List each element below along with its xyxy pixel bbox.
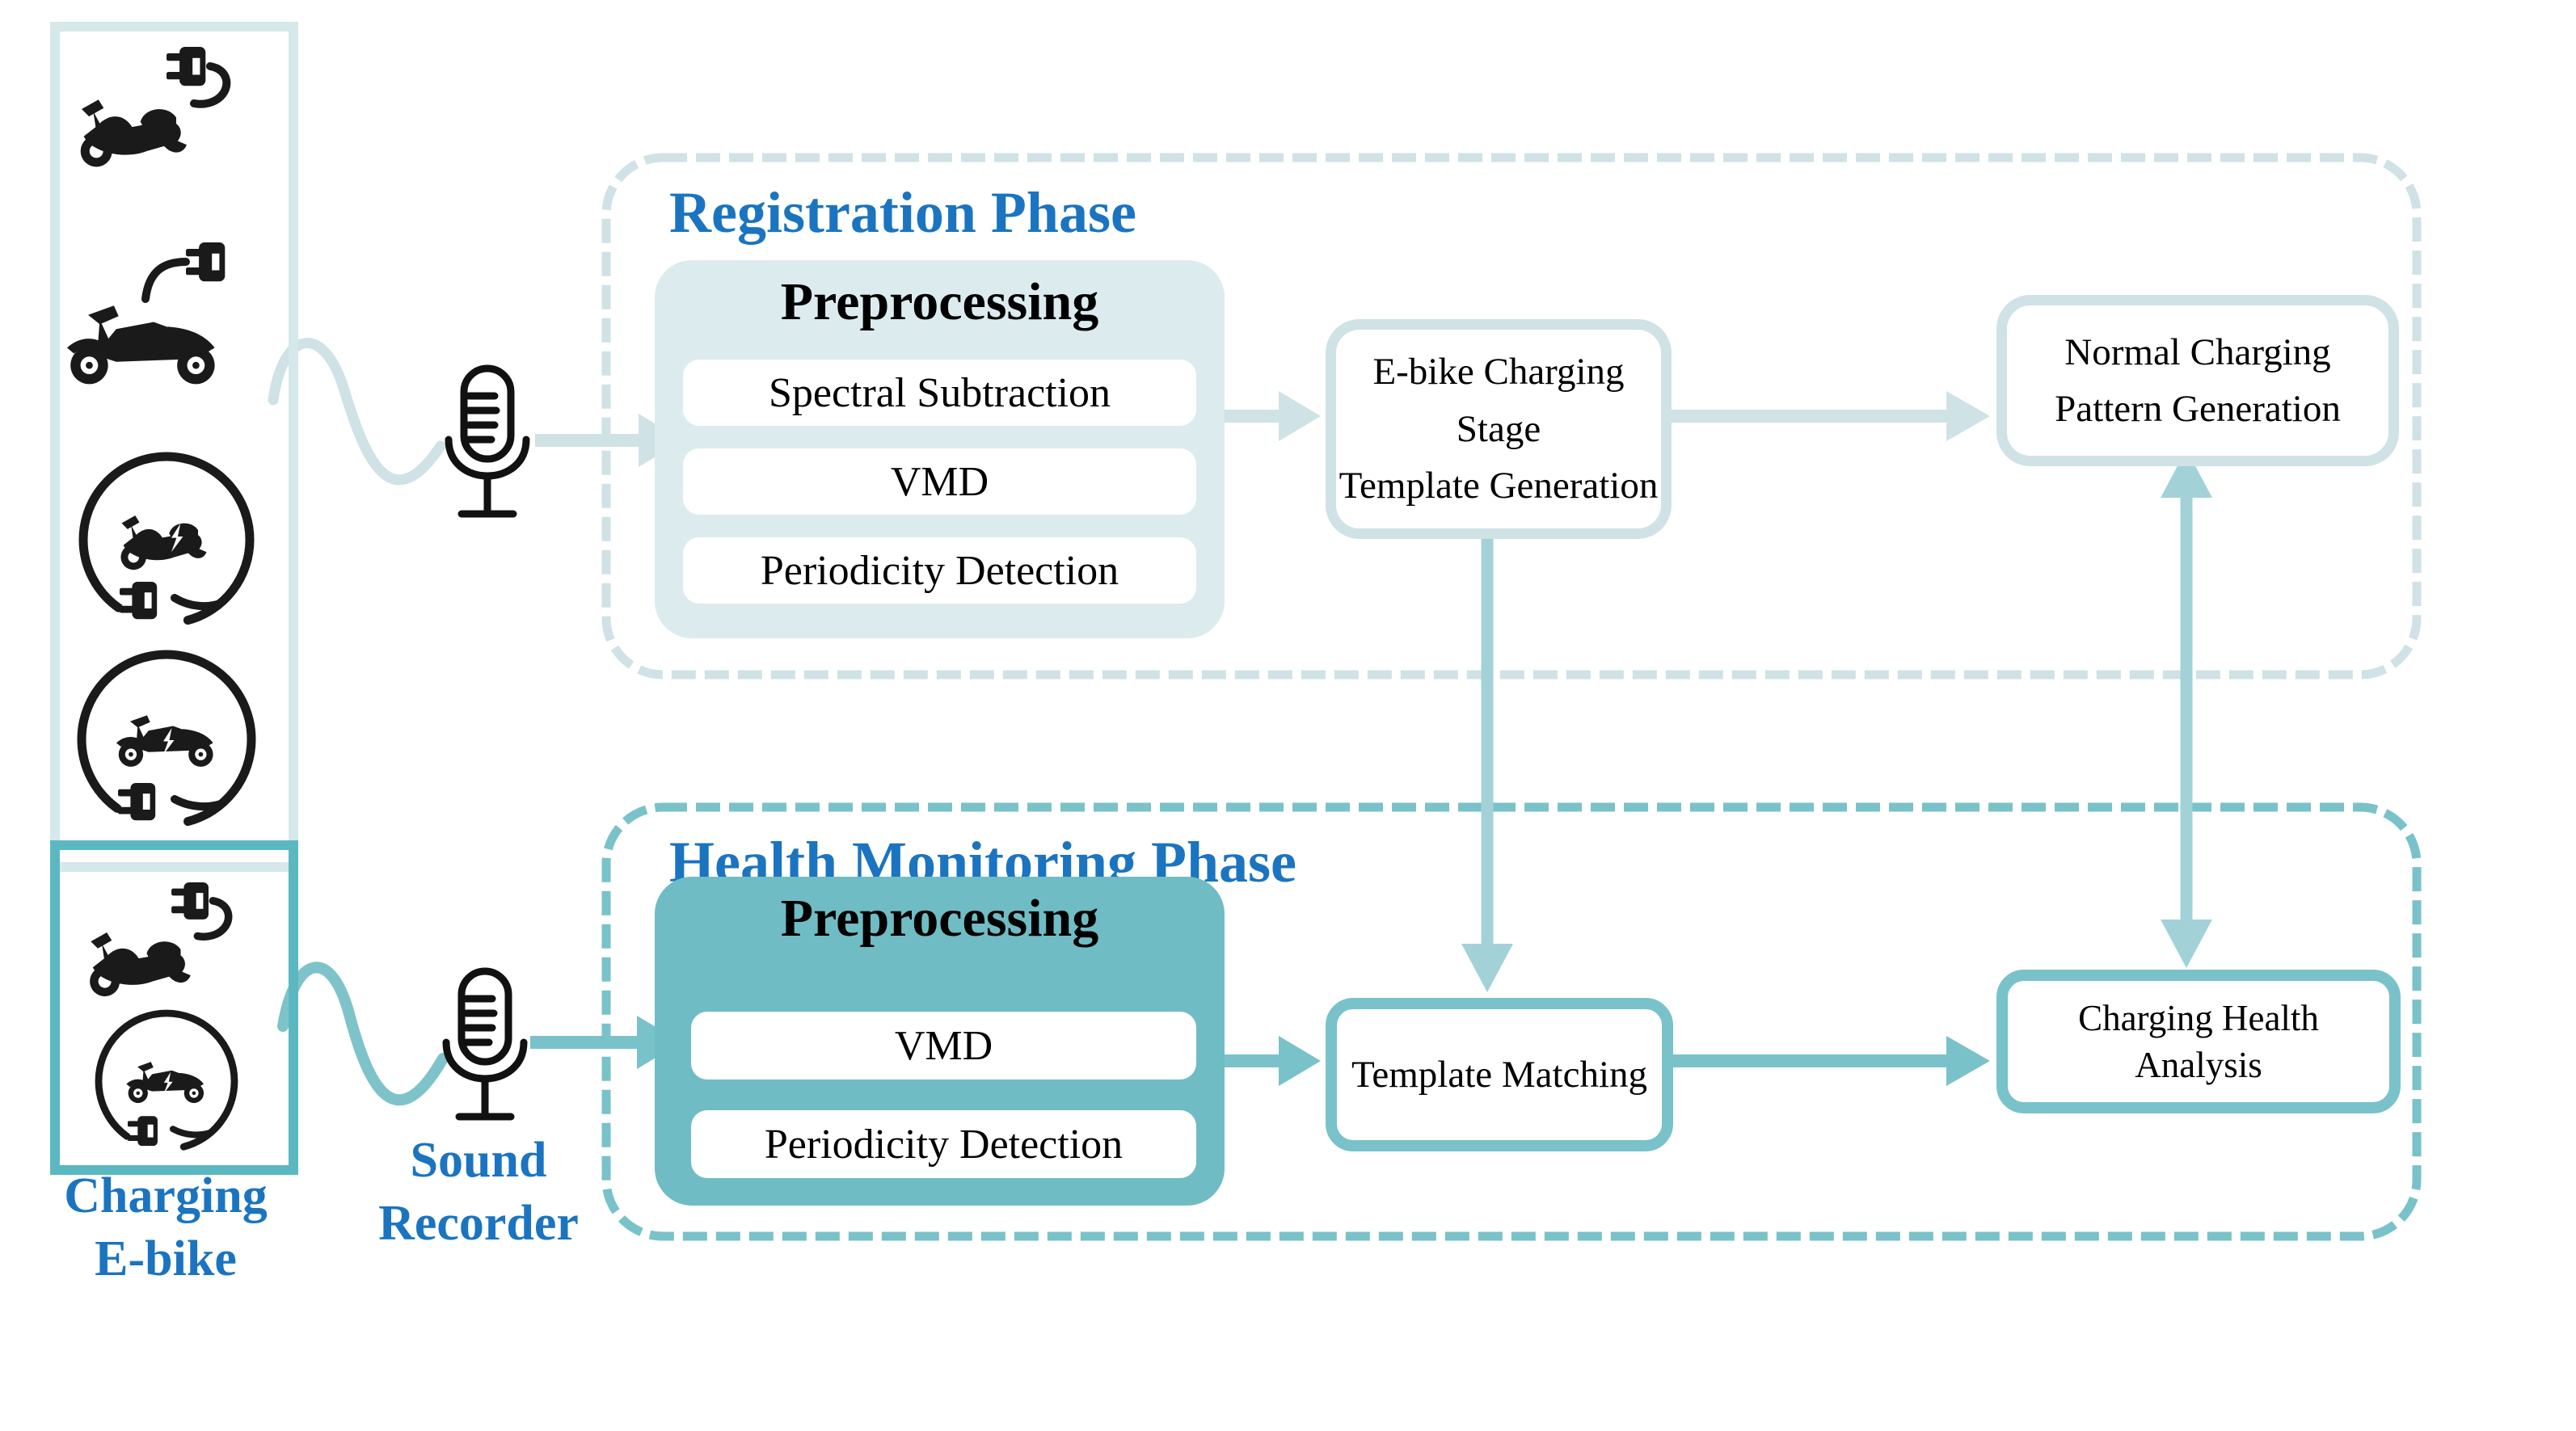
step-vmd-monitoring: VMD [691, 1012, 1196, 1080]
pattern-generation-line2: Pattern Generation [2055, 388, 2341, 430]
sound-recorder-label-line2: Recorder [378, 1195, 579, 1251]
pattern-generation-box: Normal Charging Pattern Generation [1996, 295, 2399, 466]
arrow-preprocessing-to-template-generation [1225, 391, 1321, 441]
step-periodicity-detection-monitoring: Periodicity Detection [691, 1110, 1196, 1178]
arrow-preprocessing-to-template-matching [1225, 1036, 1321, 1086]
template-generation-box: E-bike Charging Stage Template Generatio… [1326, 319, 1672, 539]
template-matching-box: Template Matching [1326, 998, 1673, 1151]
sound-wave-light [268, 338, 446, 486]
step-vmd: VMD [683, 448, 1196, 515]
registration-phase-frame [601, 153, 2422, 680]
microphone-icon [446, 971, 524, 1117]
arrow-template-generation-to-pattern-generation [1652, 391, 1990, 441]
microphone-icon [449, 368, 526, 514]
template-generation-line2: Template Generation [1339, 465, 1659, 507]
step-periodicity-detection: Periodicity Detection [683, 537, 1196, 604]
charging-ebike-label-line1: Charging [64, 1168, 268, 1223]
registered-ebike-group-frame [50, 22, 298, 872]
registration-preprocessing-title: Preprocessing [780, 272, 1099, 331]
sound-recorder-label: Sound Recorder [317, 1130, 640, 1255]
template-matching-label: Template Matching [1351, 1053, 1648, 1096]
health-analysis-line2: Analysis [2135, 1045, 2262, 1085]
template-generation-line1: E-bike Charging Stage [1372, 351, 1625, 450]
step-spectral-subtraction: Spectral Subtraction [683, 360, 1196, 426]
registration-phase-title: Registration Phase [669, 180, 1136, 245]
monitoring-preprocessing-title: Preprocessing [780, 889, 1099, 948]
charging-ebike-label-line2: E-bike [95, 1231, 237, 1286]
sound-recorder-label-line1: Sound [410, 1133, 547, 1188]
charging-ebike-label: Charging E-bike [0, 1165, 331, 1290]
arrow-template-generation-to-template-matching [1461, 519, 1513, 992]
health-analysis-box: Charging Health Analysis [1996, 970, 2401, 1113]
arrow-template-matching-to-health-analysis [1652, 1036, 1990, 1086]
arrow-pattern-generation-health-analysis [2161, 449, 2212, 968]
health-analysis-line1: Charging Health [2078, 997, 2319, 1038]
health-monitoring-phase-frame [601, 802, 2422, 1241]
sound-wave-dark [277, 962, 449, 1106]
charging-ebike-group-frame [50, 840, 298, 1175]
pattern-generation-line1: Normal Charging [2064, 330, 2331, 373]
